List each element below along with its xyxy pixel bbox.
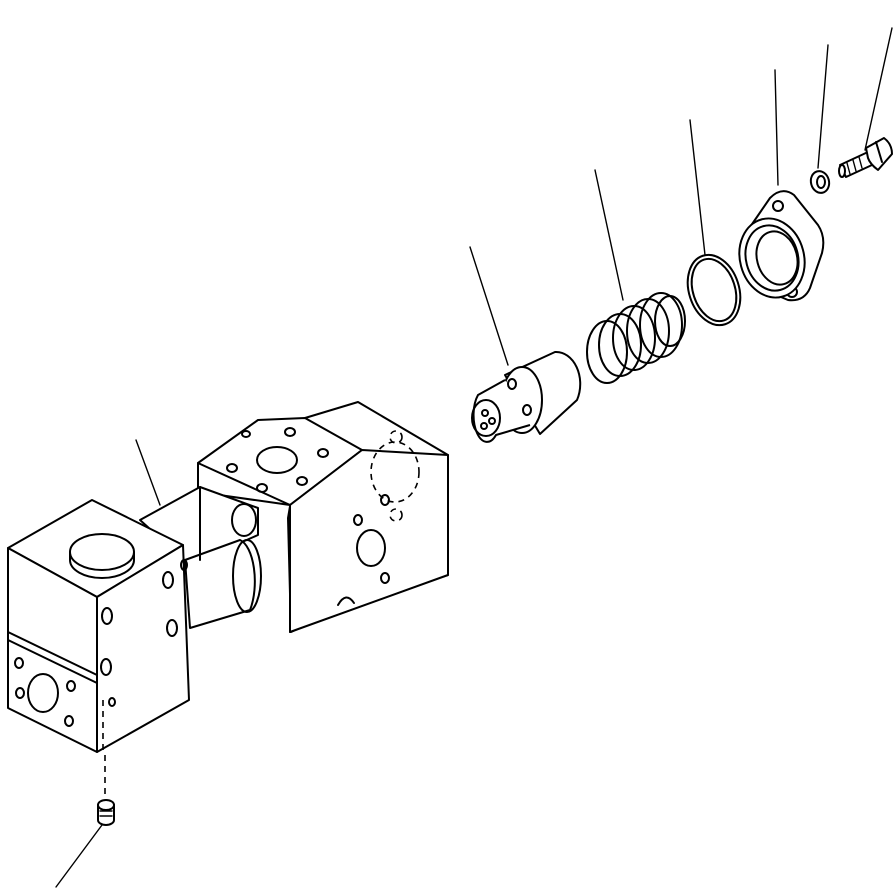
leader-valve-body: [135, 439, 161, 506]
left-block: [7, 499, 190, 753]
leader-valve-spool: [469, 246, 509, 366]
leader-o-ring: [689, 119, 706, 256]
leader-cover: [774, 69, 779, 186]
leader-washer: [817, 44, 829, 169]
plug: [97, 755, 115, 826]
callout-leaders: [55, 27, 893, 888]
leader-bolt: [864, 27, 893, 151]
cover: [738, 190, 825, 302]
right-block: [197, 401, 449, 633]
valve-spool: [471, 350, 582, 443]
valve-body-assembly: [7, 401, 449, 753]
bolt: [838, 137, 893, 178]
leader-plug: [55, 824, 103, 888]
leader-spring: [594, 169, 624, 301]
spring: [586, 292, 686, 384]
washer: [809, 170, 831, 194]
o-ring: [686, 253, 742, 327]
